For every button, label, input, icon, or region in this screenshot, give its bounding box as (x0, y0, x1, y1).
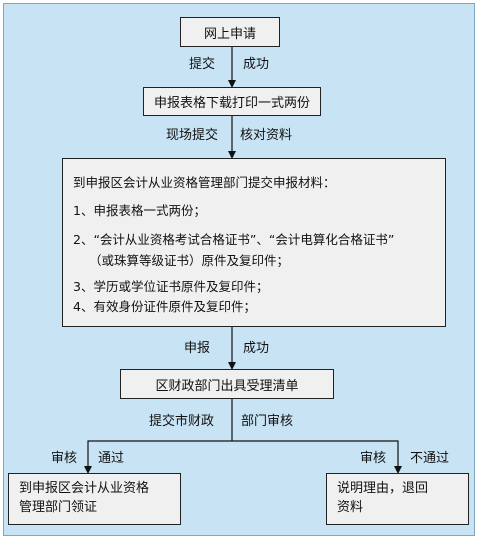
step-download-form-label: 申报表格下载打印一式两份 (153, 96, 310, 111)
edge-label-declare: 申报 (184, 341, 211, 356)
connector-branch-left (84, 440, 232, 474)
edge-label-review-left: 审核 (51, 451, 78, 466)
edge-label-pass: 通过 (98, 451, 125, 466)
connector-branch-right (232, 440, 402, 474)
result-fail-box: 说明理由，退回 资料 (326, 473, 469, 525)
submit-materials-item-1: 1、申报表格一式两份； (73, 203, 206, 218)
result-pass-box: 到申报区会计从业资格 管理部门领证 (8, 473, 181, 525)
step-apply-online-label: 网上申请 (203, 26, 256, 42)
submit-materials-item-4: 4、有效身份证件原件及复印件； (73, 299, 256, 314)
step-download-form: 申报表格下载打印一式两份 (143, 87, 321, 116)
step-receipt-label: 区财政部门出具受理清单 (155, 378, 299, 394)
submit-materials-title: 到申报区会计从业资格管理部门提交申报材料： (73, 175, 336, 190)
edge-label-onsite-submit: 现场提交 (166, 128, 219, 143)
edge-label-success-2: 成功 (243, 341, 270, 356)
result-pass-line-1: 到申报区会计从业资格 (19, 481, 150, 496)
edge-label-review-right: 审核 (360, 451, 387, 466)
edge-label-verify-materials: 核对资料 (240, 128, 293, 143)
edge-label-submit: 提交 (189, 57, 216, 72)
submit-materials-item-2: 2、“会计从业资格考试合格证书”、“会计电算化合格证书” (73, 232, 395, 247)
submit-materials-item-2-cont: （或珠算等级证书）原件及复印件； (89, 253, 290, 268)
step-receipt: 区财政部门出具受理清单 (120, 369, 334, 399)
edge-label-success: 成功 (243, 57, 270, 72)
step-submit-materials: 到申报区会计从业资格管理部门提交申报材料： 1、申报表格一式两份； 2、“会计从… (62, 158, 446, 327)
edge-label-fail: 不通过 (410, 451, 450, 466)
submit-materials-item-3: 3、学历或学位证书原件及复印件； (73, 279, 269, 294)
edge-label-submit-city-finance: 提交市财政 (149, 414, 215, 429)
result-fail-line-2: 资料 (337, 500, 364, 515)
result-pass-line-2: 管理部门领证 (19, 500, 98, 515)
step-apply-online: 网上申请 (180, 17, 280, 47)
edge-label-department-review: 部门审核 (241, 414, 294, 429)
result-fail-line-1: 说明理由，退回 (337, 481, 429, 496)
